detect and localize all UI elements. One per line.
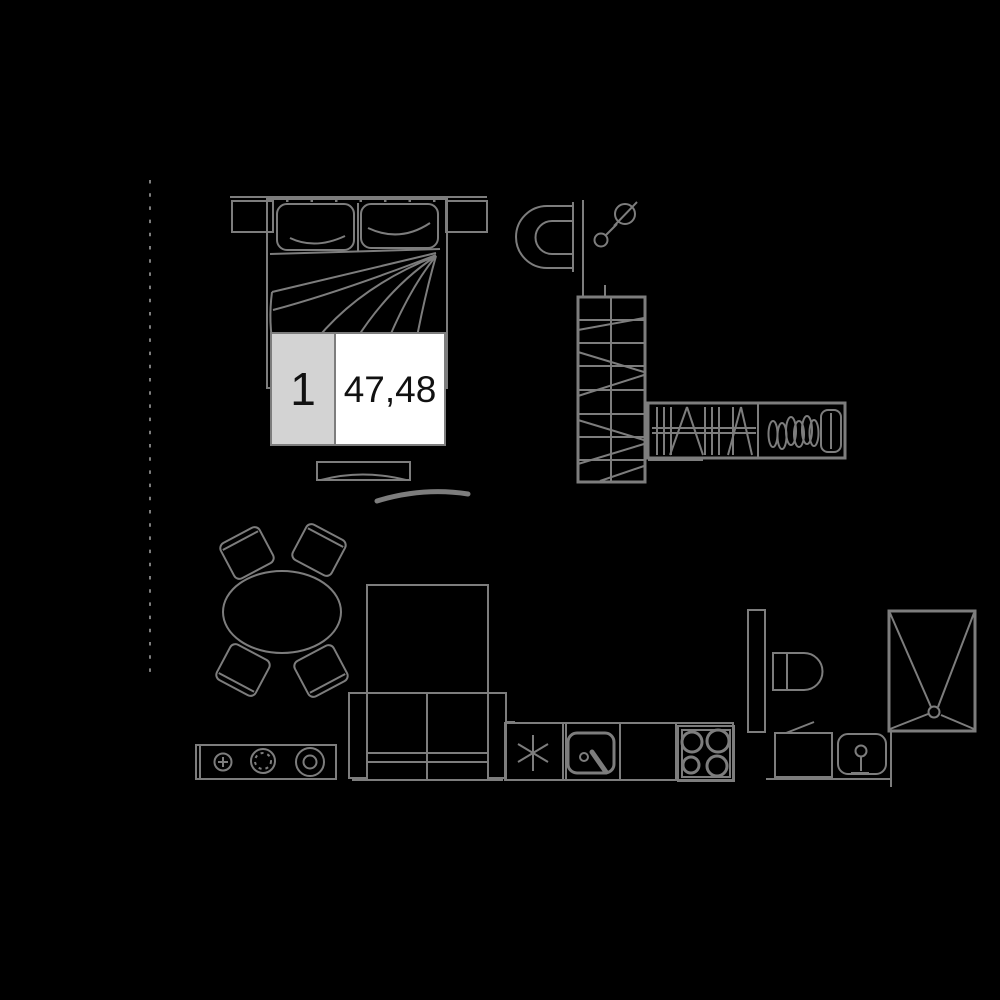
dining-chair-top-left [219,526,275,580]
stove [677,725,735,782]
plate-icon [295,747,325,777]
handle-icon [593,201,638,248]
kitchen-sink [566,731,616,775]
dining-chair-bottom-right [293,644,349,698]
sofa [348,584,515,781]
toilet [772,652,824,691]
washbasin-icon [515,202,574,272]
duct-wall [747,609,766,733]
kitchen-counter [504,722,735,782]
flower-icon [213,752,233,772]
hangers-icon [656,406,753,456]
unit-area: 47,48 [344,369,437,410]
decor-shelf [195,744,337,780]
dining-table [222,570,342,654]
rug-arc [374,489,471,504]
bed-bench [316,461,411,481]
unit-number: 1 [290,363,316,415]
unit-label: 1 47,48 [270,332,446,446]
shoe-cabinet [820,409,842,453]
nightstand-right [445,200,488,233]
dining-chair-top-right [291,523,347,577]
bathroom-sink [837,733,887,775]
bathroom [747,609,977,787]
shoes-icon [767,415,820,450]
washing-machine [774,721,833,778]
dishwasher-icon [517,735,549,771]
wardrobe [646,401,847,461]
shower [887,609,977,733]
clock-icon [250,748,276,774]
tall-shelf [576,285,647,484]
dining-chair-bottom-left [215,643,271,697]
bedroom-wall [230,196,487,202]
unit-area-box [334,332,446,446]
nightstand-left [231,200,274,233]
